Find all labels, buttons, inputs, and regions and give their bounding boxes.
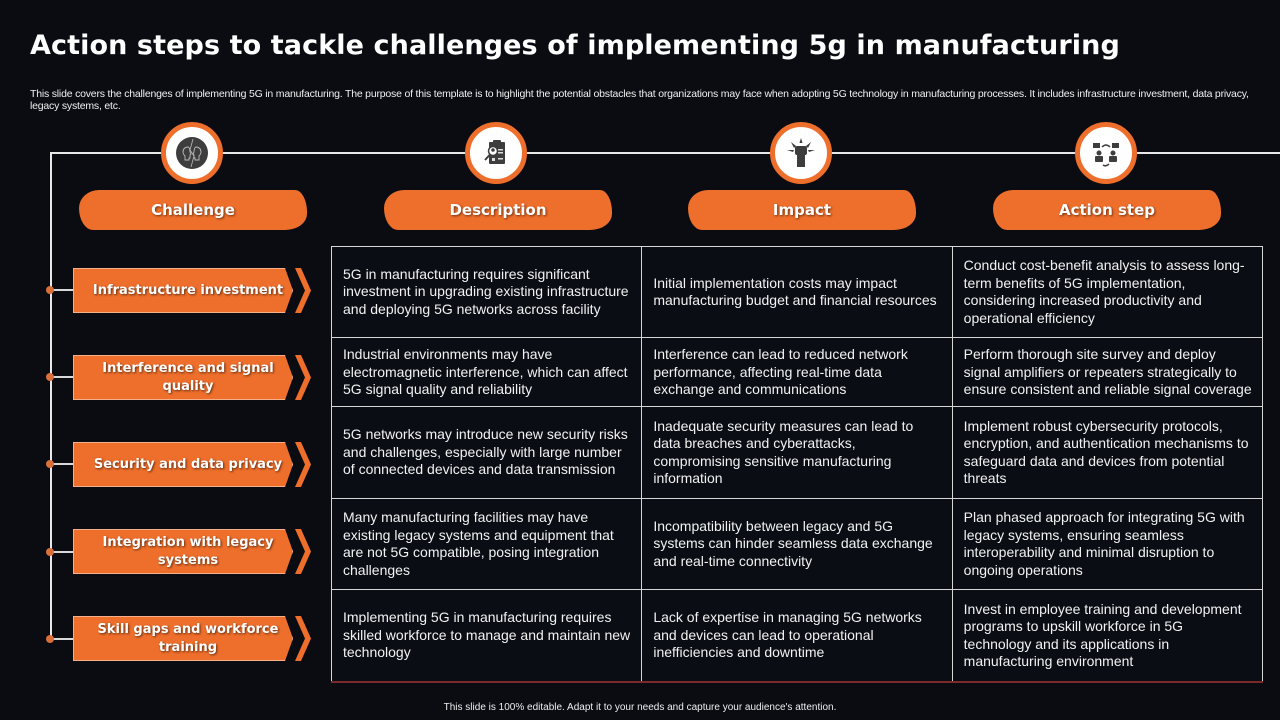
row-connector xyxy=(50,463,74,465)
page-title: Action steps to tackle challenges of imp… xyxy=(30,30,1120,61)
column-header-description: Description xyxy=(384,190,612,230)
description-cell: Many manufacturing facilities may have e… xyxy=(330,497,643,591)
row-dot xyxy=(46,373,54,381)
row-dot xyxy=(46,548,54,556)
challenge-label: Integration with legacy systems xyxy=(73,529,313,574)
page-subtitle: This slide covers the challenges of impl… xyxy=(30,88,1249,112)
footer-note: This slide is 100% editable. Adapt it to… xyxy=(443,702,837,713)
double-chevron-icon xyxy=(295,442,311,487)
description-cell: Industrial environments may have electro… xyxy=(330,337,643,408)
action-cell: Perform thorough site survey and deploy … xyxy=(951,337,1264,408)
description-cell: 5G in manufacturing requires significant… xyxy=(330,245,643,339)
impact-cell: Initial implementation costs may impact … xyxy=(641,245,953,339)
impact-cell: Incompatibility between legacy and 5G sy… xyxy=(641,497,953,591)
double-chevron-icon xyxy=(295,616,311,661)
table-row: Many manufacturing facilities may have e… xyxy=(330,497,1264,591)
description-cell: Implementing 5G in manufacturing require… xyxy=(330,589,643,684)
column-header-challenge: Challenge xyxy=(79,190,307,230)
row-dot xyxy=(46,286,54,294)
table-row: 5G in manufacturing requires significant… xyxy=(330,245,1264,339)
fist-impact-icon xyxy=(770,122,832,184)
clipboard-search-icon xyxy=(465,122,527,184)
table-row: Implementing 5G in manufacturing require… xyxy=(330,589,1264,684)
challenge-text: Security and data privacy xyxy=(73,442,293,487)
row-dot xyxy=(46,635,54,643)
challenge-label: Skill gaps and workforce training xyxy=(73,616,313,661)
column-header-impact: Impact xyxy=(688,190,916,230)
challenge-label: Interference and signal quality xyxy=(73,355,313,400)
action-cell: Plan phased approach for integrating 5G … xyxy=(951,497,1264,591)
column-header-action-step: Action step xyxy=(993,190,1221,230)
impact-cell: Lack of expertise in managing 5G network… xyxy=(641,589,953,684)
top-connector-line xyxy=(50,152,1280,154)
challenge-text: Interference and signal quality xyxy=(73,355,293,400)
action-cell: Invest in employee training and developm… xyxy=(951,589,1264,684)
heads-puzzle-icon xyxy=(161,122,223,184)
challenge-text: Infrastructure investment xyxy=(73,268,293,313)
description-cell: 5G networks may introduce new security r… xyxy=(330,406,643,499)
challenge-text: Integration with legacy systems xyxy=(73,529,293,574)
impact-cell: Interference can lead to reduced network… xyxy=(641,337,953,408)
double-chevron-icon xyxy=(295,355,311,400)
challenge-text: Skill gaps and workforce training xyxy=(73,616,293,661)
row-dot xyxy=(46,460,54,468)
challenge-label: Security and data privacy xyxy=(73,442,313,487)
challenges-table: 5G in manufacturing requires significant… xyxy=(330,245,1264,684)
challenge-label: Infrastructure investment xyxy=(73,268,313,313)
table-row: Industrial environments may have electro… xyxy=(330,337,1264,408)
action-cell: Implement robust cybersecurity protocols… xyxy=(951,406,1264,499)
people-exchange-icon xyxy=(1075,122,1137,184)
table-row: 5G networks may introduce new security r… xyxy=(330,406,1264,499)
row-connector xyxy=(50,551,74,553)
double-chevron-icon xyxy=(295,268,311,313)
action-cell: Conduct cost-benefit analysis to assess … xyxy=(951,245,1264,339)
row-connector xyxy=(50,289,74,291)
row-connector xyxy=(50,376,74,378)
impact-cell: Inadequate security measures can lead to… xyxy=(641,406,953,499)
row-connector xyxy=(50,638,74,640)
double-chevron-icon xyxy=(295,529,311,574)
left-connector-line xyxy=(50,152,52,638)
